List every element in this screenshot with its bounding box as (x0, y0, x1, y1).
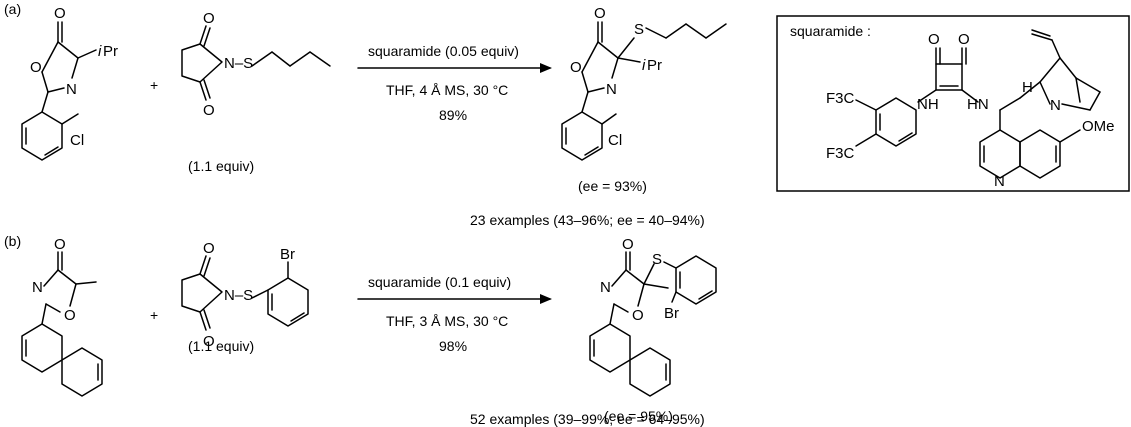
substrate-b-carbonyl-o: O (54, 236, 66, 253)
reagent-b-structure (181, 255, 309, 331)
panel-a-label: (a) (4, 1, 21, 17)
panel-a-plus: + (150, 77, 158, 93)
product-b-ring-n: N (600, 279, 611, 296)
substrate-a-structure (21, 21, 97, 161)
catalyst-cf3-top: F3C (826, 90, 855, 107)
product-a-ipr-i: i (642, 57, 646, 74)
panel-b-arrowhead (540, 294, 552, 304)
reagent-b-o-bottom: O (203, 333, 215, 350)
reagent-b-o-top: O (203, 240, 215, 257)
substrate-b-structure (21, 251, 103, 397)
product-b-ee: (ee = 95%) (604, 408, 673, 424)
reagent-b-equiv: (1.1 equiv) (188, 338, 254, 354)
catalyst-cf3-bottom: F3C (826, 145, 855, 162)
panel-b-catalyst: squaramide (0.1 equiv) (368, 274, 511, 290)
product-b-ring-o: O (632, 307, 644, 324)
product-b-s: S (652, 251, 662, 268)
catalyst-o-1: O (928, 31, 940, 48)
catalyst-o-2: O (958, 31, 970, 48)
product-a-ee: (ee = 93%) (578, 178, 647, 194)
catalyst-structure (855, 29, 1101, 179)
panel-a-arrowhead (540, 63, 552, 73)
panel-b-label: (b) (4, 233, 21, 249)
product-a-carbonyl-o: O (594, 5, 606, 22)
product-b-carbonyl-o: O (622, 236, 634, 253)
reagent-b-n-s: N–S (224, 287, 253, 304)
substrate-a-cl: Cl (70, 132, 84, 149)
panel-a-examples: 23 examples (43–96%; ee = 40–94%) (470, 212, 705, 228)
reagent-a-structure (181, 25, 331, 101)
product-b-structure (589, 251, 717, 397)
product-a-cl: Cl (608, 132, 622, 149)
panel-b-yield: 98% (439, 338, 467, 354)
substrate-a-ipr-i: i (98, 43, 102, 60)
reagent-a-o-top: O (203, 10, 215, 27)
substrate-b-ring-o: O (64, 307, 76, 324)
substrate-a-ipr-pr: Pr (103, 43, 118, 60)
product-a-structure (561, 21, 727, 161)
product-a-ring-o: O (570, 59, 582, 76)
product-b-br: Br (664, 305, 679, 322)
panel-b-examples-visible: 52 examples (39–99%; ee = 64–95%) (470, 411, 705, 427)
panel-a-conditions: THF, 4 Å MS, 30 °C (386, 82, 508, 98)
catalyst-box (776, 15, 1130, 192)
panel-b-conditions: THF, 3 Å MS, 30 °C (386, 313, 508, 329)
catalyst-quinuclidine-n: N (1050, 97, 1061, 114)
catalyst-hn: HN (967, 96, 989, 113)
panel-b-plus: + (150, 307, 158, 323)
product-a-ring-n: N (606, 81, 617, 98)
substrate-a-ring-o: O (30, 59, 42, 76)
catalyst-box-title: squaramide : (790, 23, 871, 39)
reagent-a-o-bottom: O (203, 102, 215, 119)
substrate-a-carbonyl-o: O (54, 5, 66, 22)
reagent-a-n-s: N–S (224, 55, 253, 72)
catalyst-ome: OMe (1082, 118, 1115, 135)
panel-a-catalyst: squaramide (0.05 equiv) (368, 43, 519, 59)
panel-a-yield: 89% (439, 107, 467, 123)
substrate-b-ring-n: N (32, 279, 43, 296)
substrate-a-ring-n: N (66, 81, 77, 98)
product-a-s: S (634, 21, 644, 38)
product-a-ipr-pr: Pr (647, 57, 662, 74)
reagent-b-br: Br (280, 246, 295, 263)
catalyst-h: H (1022, 79, 1033, 96)
reagent-a-equiv: (1.1 equiv) (188, 158, 254, 174)
catalyst-quinoline-n: N (994, 173, 1005, 190)
catalyst-nh: NH (917, 96, 939, 113)
